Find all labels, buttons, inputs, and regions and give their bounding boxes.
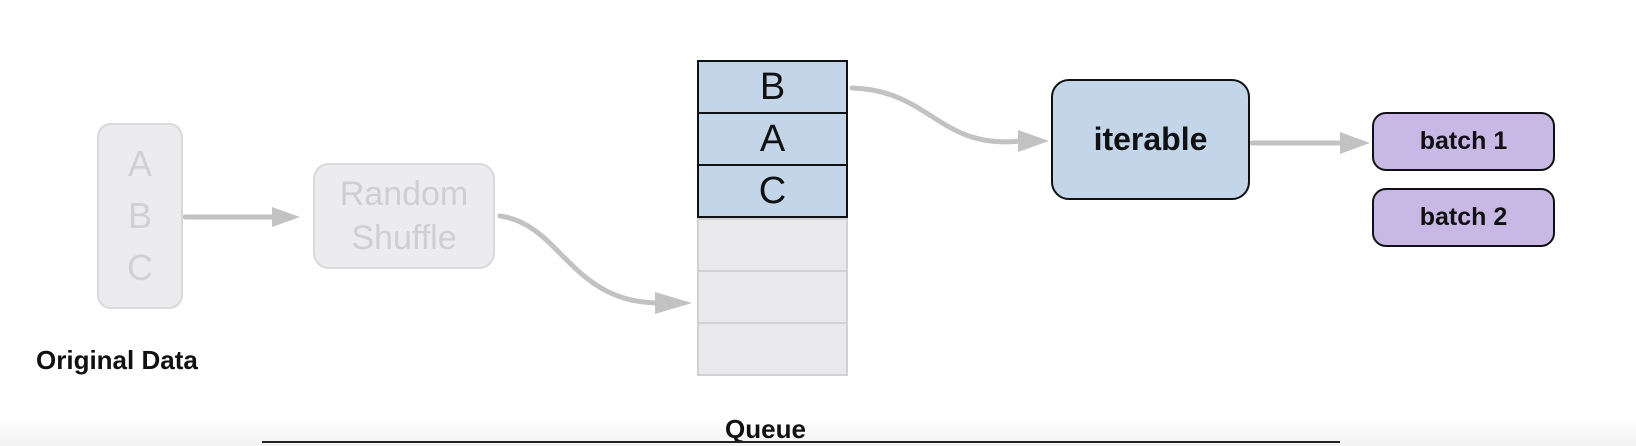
original-letter: A xyxy=(127,143,152,184)
queue-cell-filled: B xyxy=(697,60,848,114)
original-letter: B xyxy=(127,195,152,236)
queue-cell-empty xyxy=(697,218,848,272)
original-data-box: A B C xyxy=(97,123,183,309)
arrow-shuffle-to-queue xyxy=(497,213,658,306)
shuffle-label-line: Shuffle xyxy=(351,219,457,257)
original-letter: C xyxy=(127,247,153,288)
original-data-caption: Original Data xyxy=(36,345,198,375)
arrow-right-icon xyxy=(655,292,692,314)
queue-cell-filled: C xyxy=(697,164,848,218)
queue-cell-empty xyxy=(697,270,848,324)
iterable-box: iterable xyxy=(1051,79,1250,200)
arrow-right-icon xyxy=(1018,130,1049,152)
queue-cell-filled: A xyxy=(697,112,848,166)
batch-box: batch 1 xyxy=(1372,112,1555,171)
caption-underline xyxy=(262,441,1340,443)
batch-box: batch 2 xyxy=(1372,188,1555,247)
shuffle-label-line: Random xyxy=(339,175,469,213)
random-shuffle-box: Random Shuffle xyxy=(313,163,495,269)
queue-cell-empty xyxy=(697,322,848,376)
queue-caption: Queue xyxy=(725,414,806,444)
arrow-right-icon xyxy=(1340,132,1370,154)
arrow-queue-to-iterable xyxy=(849,85,1023,145)
arrow-right-icon xyxy=(272,207,300,227)
queue: B A C xyxy=(697,60,848,380)
